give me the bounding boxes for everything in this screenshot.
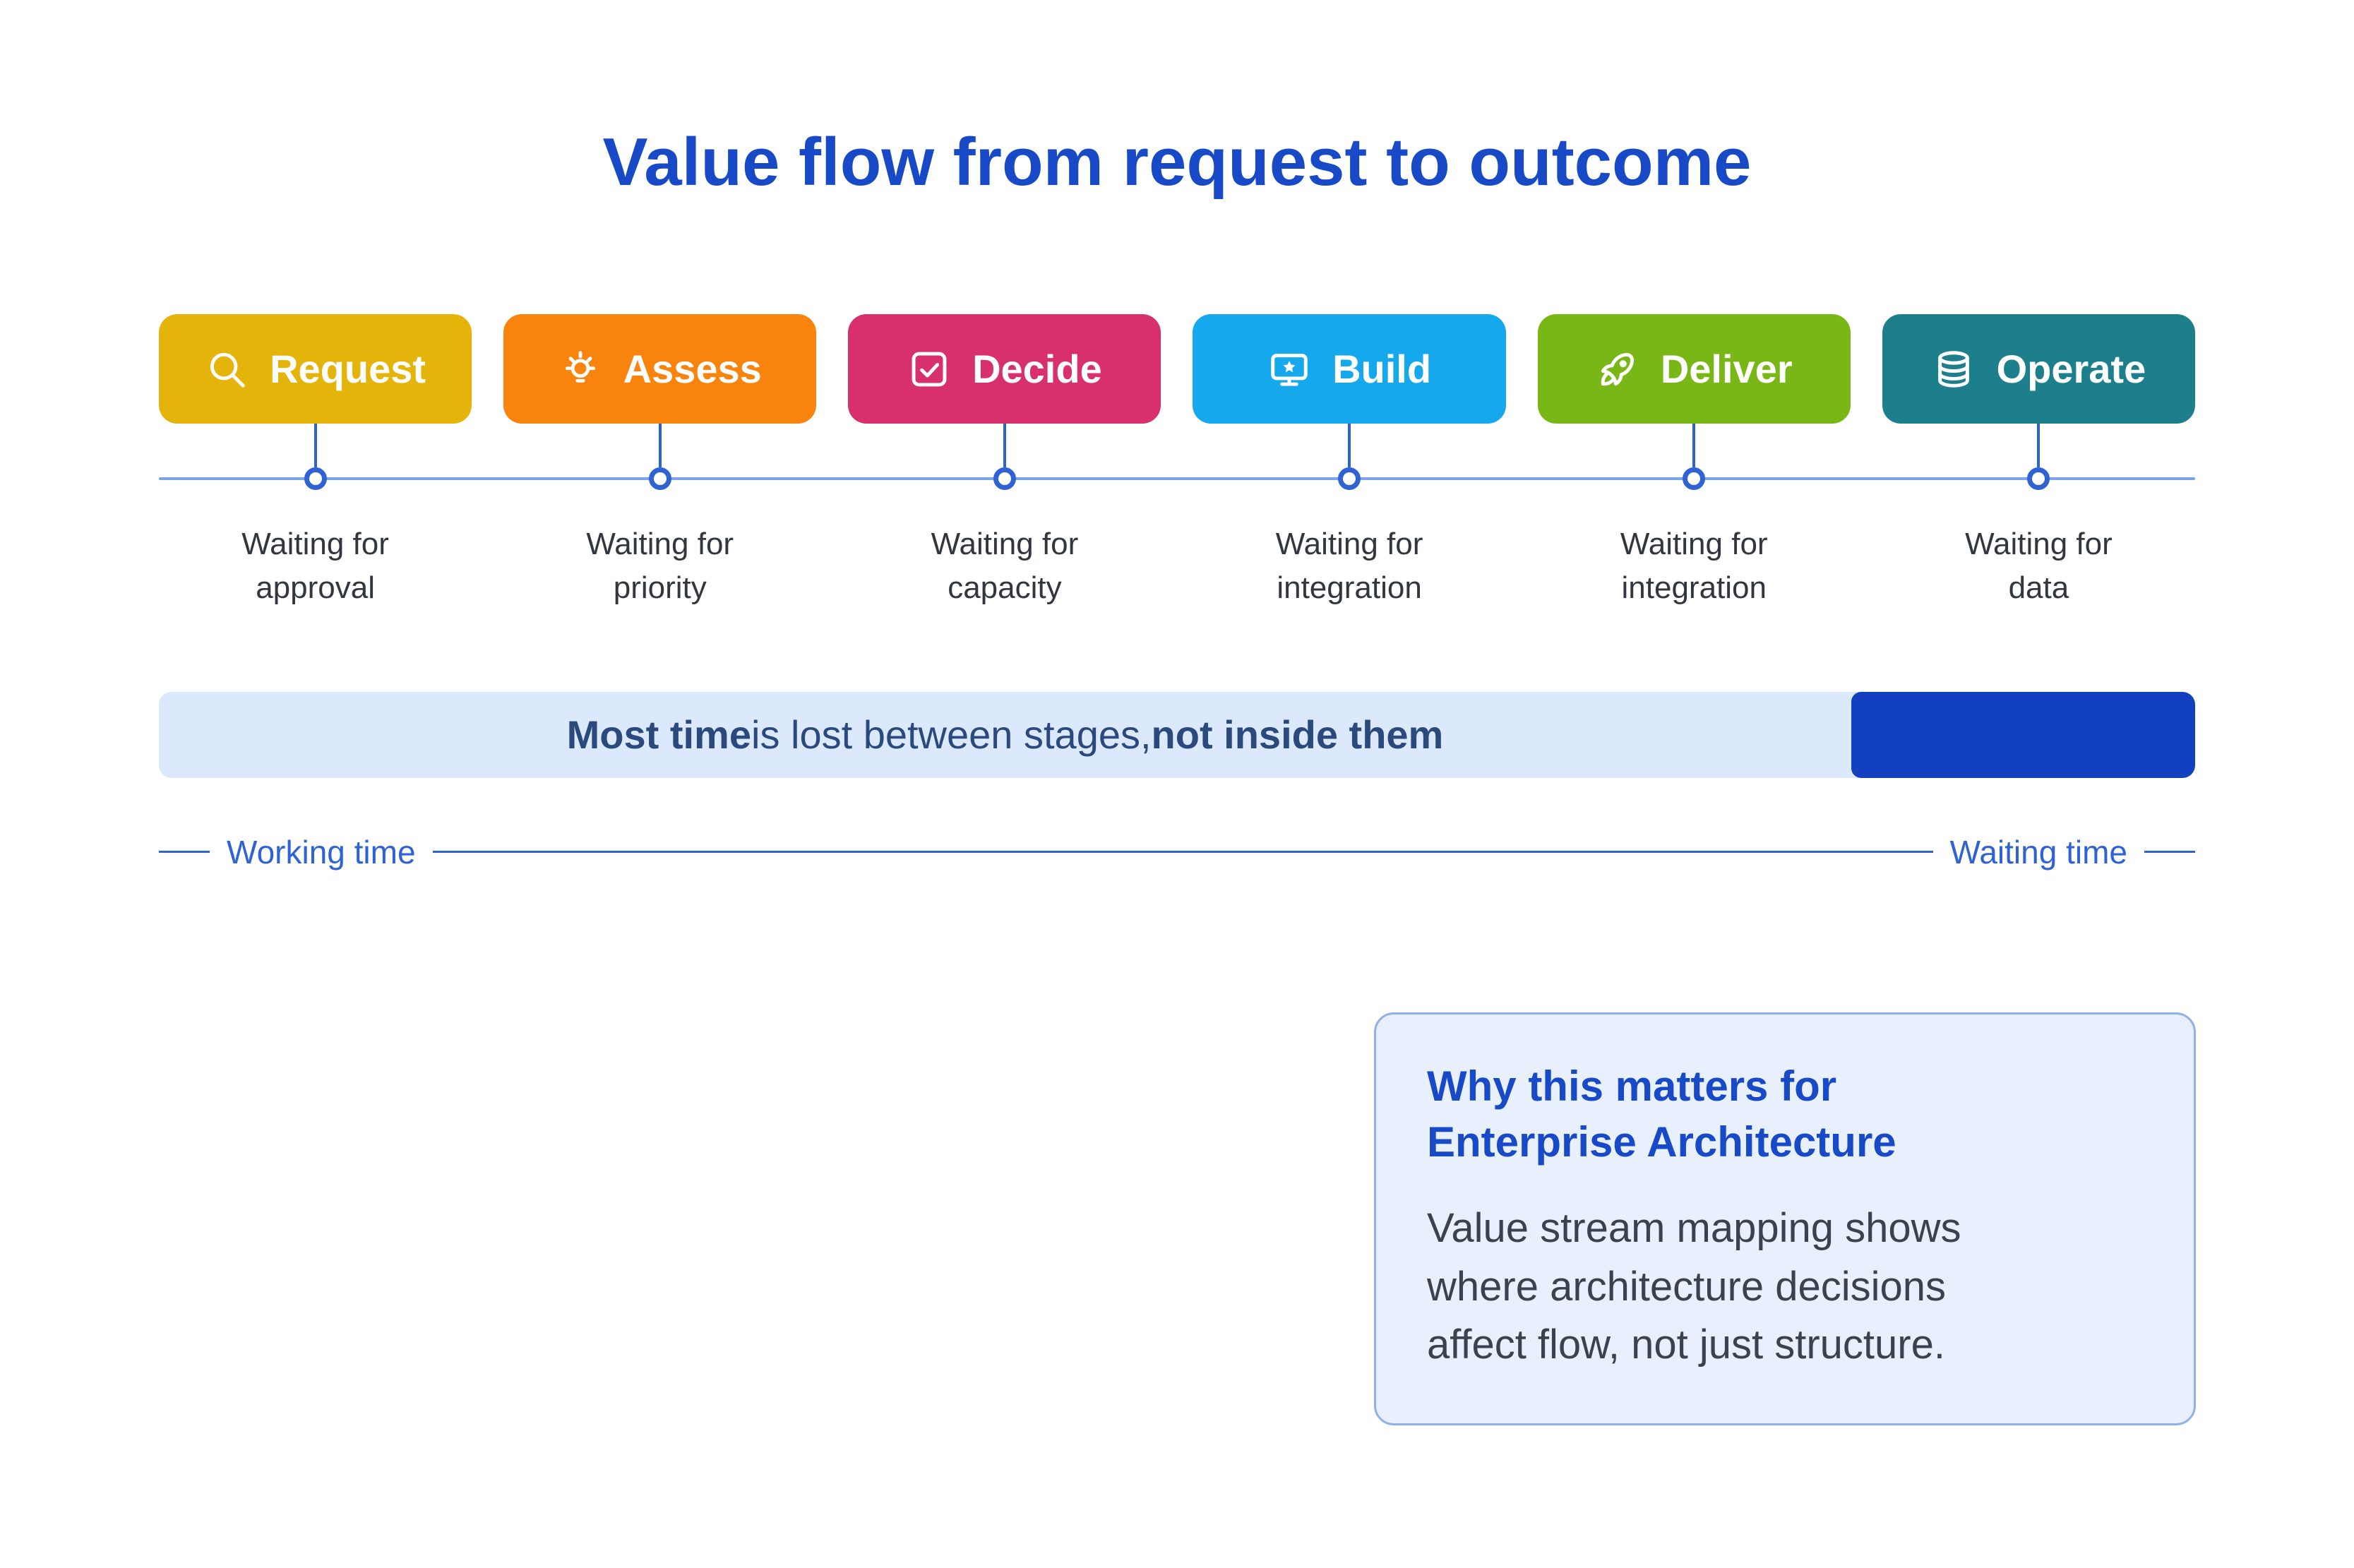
stage-pill-operate: Operate bbox=[1882, 314, 2195, 424]
waiting-time-label: Waiting time bbox=[1949, 833, 2127, 870]
banner-message: Most time is lost between stages, not in… bbox=[566, 712, 1444, 758]
stage-label: Decide bbox=[972, 347, 1102, 391]
stage-pill-build: Build bbox=[1193, 314, 1506, 424]
why-box-heading: Why this matters for Enterprise Architec… bbox=[1427, 1062, 1896, 1166]
working-time-label: Working time bbox=[227, 833, 416, 870]
stage-row: Request Assess bbox=[159, 314, 2195, 424]
rocket-icon bbox=[1596, 347, 1639, 391]
axis-tick-right bbox=[2144, 851, 2195, 854]
monitor-icon bbox=[1267, 347, 1311, 391]
stage-label: Request bbox=[270, 347, 426, 391]
checkbox-icon bbox=[907, 347, 951, 391]
stage-pill-request: Request bbox=[159, 314, 472, 424]
connector-assess bbox=[503, 424, 816, 503]
stage-label: Assess bbox=[623, 347, 762, 391]
connector-operate bbox=[1882, 424, 2195, 503]
stage-label: Build bbox=[1332, 347, 1432, 391]
connector-request bbox=[159, 424, 472, 503]
time-axis: Working time Waiting time bbox=[159, 833, 2195, 871]
timeline-node bbox=[993, 467, 1016, 490]
database-icon bbox=[1932, 347, 1976, 391]
search-icon bbox=[205, 347, 249, 391]
connector-deliver bbox=[1538, 424, 1851, 503]
stage-label: Operate bbox=[1996, 347, 2146, 391]
timeline bbox=[159, 424, 2195, 503]
timeline-node bbox=[648, 467, 671, 490]
stage-pill-assess: Assess bbox=[503, 314, 817, 424]
connector-build bbox=[1193, 424, 1505, 503]
why-box-body: Value stream mapping shows where archite… bbox=[1427, 1205, 1961, 1368]
stage-pill-deliver: Deliver bbox=[1537, 314, 1851, 424]
timeline-node bbox=[304, 467, 327, 490]
timeline-line bbox=[159, 477, 2195, 480]
timeline-node bbox=[1338, 467, 1361, 490]
page-title: Value flow from request to outcome bbox=[602, 124, 1752, 200]
timeline-node bbox=[1683, 467, 1706, 490]
why-this-matters-box: Why this matters for Enterprise Architec… bbox=[1374, 1012, 2196, 1426]
lightbulb-icon bbox=[558, 347, 602, 391]
time-banner: Most time is lost between stages, not in… bbox=[159, 691, 2195, 778]
axis-line bbox=[432, 851, 1933, 854]
connector-decide bbox=[848, 424, 1161, 503]
timeline-node bbox=[2027, 467, 2050, 490]
stage-pill-decide: Decide bbox=[848, 314, 1161, 424]
stage-label: Deliver bbox=[1660, 347, 1793, 391]
axis-tick-left bbox=[159, 851, 210, 854]
waiting-time-segment bbox=[1851, 691, 2195, 778]
